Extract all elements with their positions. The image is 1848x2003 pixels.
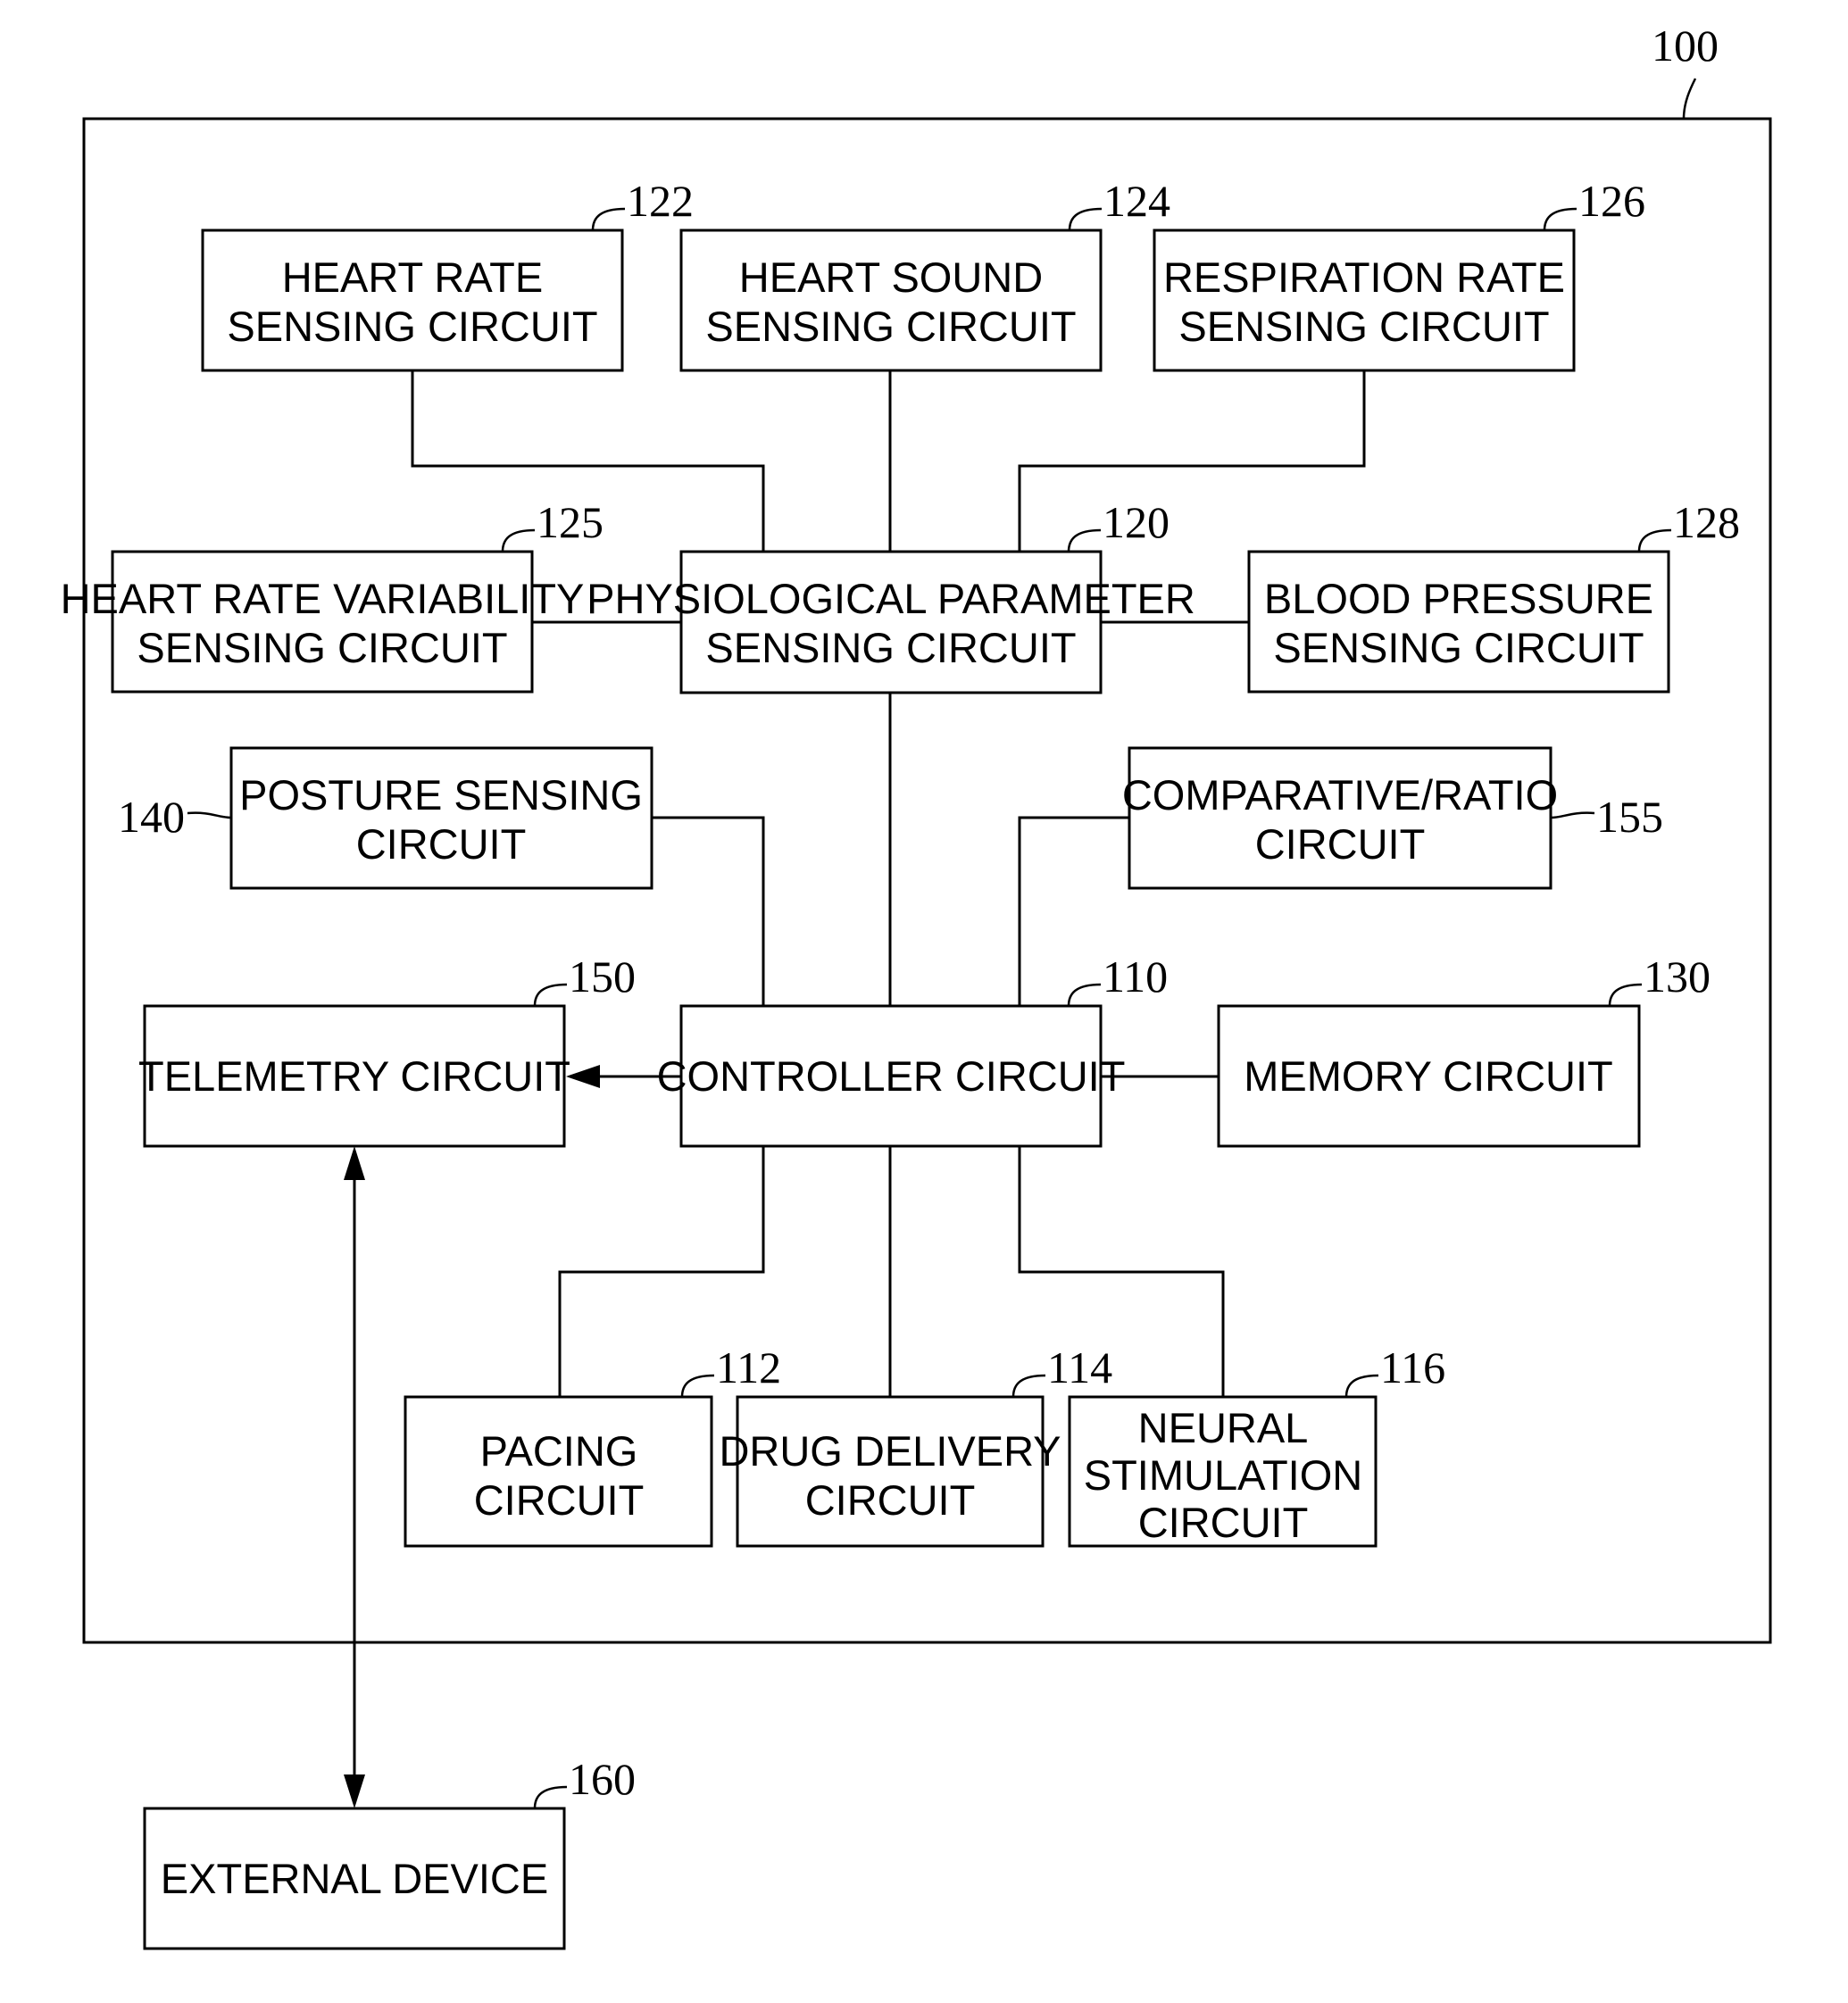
ref-leader bbox=[682, 1376, 714, 1397]
ref-number: 116 bbox=[1380, 1342, 1445, 1392]
block-respiration-rate: RESPIRATION RATE SENSING CIRCUIT 126 bbox=[1154, 176, 1645, 370]
ref-leader bbox=[1639, 530, 1671, 552]
block-external-device: EXTERNAL DEVICE 160 bbox=[145, 1754, 636, 1949]
block-label: PHYSIOLOGICAL PARAMETER bbox=[587, 575, 1195, 622]
block-label: CIRCUIT bbox=[356, 820, 527, 868]
block-label: TELEMETRY CIRCUIT bbox=[138, 1052, 570, 1100]
ref-number: 150 bbox=[569, 952, 636, 1002]
system-ref-leader bbox=[1684, 79, 1695, 119]
block-label: STIMULATION bbox=[1084, 1451, 1362, 1499]
block-label: HEART SOUND bbox=[739, 253, 1043, 301]
block-controller: CONTROLLER CIRCUIT 110 bbox=[657, 952, 1169, 1146]
block-heart-rate-variability: HEART RATE VARIABILITY SENSING CIRCUIT 1… bbox=[61, 497, 604, 692]
block-label: DRUG DELIVERY bbox=[719, 1427, 1061, 1475]
block-label: EXTERNAL DEVICE bbox=[161, 1855, 548, 1902]
block-label: COMPARATIVE/RATIO bbox=[1122, 771, 1558, 819]
block-memory: MEMORY CIRCUIT 130 bbox=[1219, 952, 1711, 1146]
ref-number: 126 bbox=[1578, 176, 1645, 226]
block-telemetry: TELEMETRY CIRCUIT 150 bbox=[138, 952, 636, 1146]
ref-number: 125 bbox=[537, 497, 604, 547]
ref-number: 128 bbox=[1673, 497, 1740, 547]
ref-number: 114 bbox=[1047, 1342, 1112, 1392]
block-label: CIRCUIT bbox=[1138, 1499, 1309, 1546]
ref-number: 140 bbox=[118, 792, 185, 842]
block-label: SENSING CIRCUIT bbox=[1273, 624, 1644, 671]
block-label: CIRCUIT bbox=[1255, 820, 1426, 868]
block-label: NEURAL bbox=[1138, 1404, 1309, 1451]
block-comparative-ratio: COMPARATIVE/RATIO CIRCUIT 155 bbox=[1122, 748, 1663, 888]
ref-leader bbox=[1544, 209, 1577, 230]
ref-number: 120 bbox=[1103, 497, 1170, 547]
arrowhead-down bbox=[344, 1774, 365, 1808]
block-label: CIRCUIT bbox=[805, 1476, 976, 1524]
block-label: SENSING CIRCUIT bbox=[137, 624, 507, 671]
ref-leader bbox=[535, 985, 567, 1006]
ref-leader bbox=[503, 530, 535, 552]
block-label: SENSING CIRCUIT bbox=[1178, 303, 1549, 350]
block-label: CIRCUIT bbox=[474, 1476, 645, 1524]
ref-leader bbox=[1070, 209, 1102, 230]
block-heart-rate: HEART RATE SENSING CIRCUIT 122 bbox=[203, 176, 694, 370]
ref-number: 155 bbox=[1596, 792, 1663, 842]
ref-leader bbox=[593, 209, 625, 230]
block-neural-stimulation: NEURAL STIMULATION CIRCUIT 116 bbox=[1070, 1342, 1445, 1546]
block-blood-pressure: BLOOD PRESSURE SENSING CIRCUIT 128 bbox=[1249, 497, 1740, 692]
block-label: PACING bbox=[480, 1427, 638, 1475]
system-ref-number: 100 bbox=[1652, 21, 1719, 71]
ref-leader bbox=[1610, 985, 1642, 1006]
ref-leader bbox=[1069, 530, 1101, 552]
block-label: HEART RATE VARIABILITY bbox=[61, 575, 585, 622]
arrowhead-up bbox=[344, 1146, 365, 1180]
ref-number: 160 bbox=[569, 1754, 636, 1804]
ref-leader bbox=[187, 813, 231, 818]
block-label: POSTURE SENSING bbox=[239, 771, 643, 819]
ref-number: 110 bbox=[1103, 952, 1168, 1002]
block-label: SENSING CIRCUIT bbox=[705, 624, 1076, 671]
ref-leader bbox=[1013, 1376, 1045, 1397]
wire-respiration bbox=[1020, 370, 1364, 552]
block-heart-sound: HEART SOUND SENSING CIRCUIT 124 bbox=[681, 176, 1170, 370]
block-posture-sensing: POSTURE SENSING CIRCUIT 140 bbox=[118, 748, 652, 888]
block-label: RESPIRATION RATE bbox=[1163, 253, 1565, 301]
block-label: SENSING CIRCUIT bbox=[705, 303, 1076, 350]
ref-number: 122 bbox=[627, 176, 694, 226]
ref-leader bbox=[1069, 985, 1101, 1006]
block-label: BLOOD PRESSURE bbox=[1264, 575, 1653, 622]
ref-number: 124 bbox=[1103, 176, 1170, 226]
arrowhead-telemetry bbox=[566, 1065, 600, 1088]
ref-number: 130 bbox=[1644, 952, 1711, 1002]
ref-leader bbox=[1346, 1376, 1378, 1397]
ref-leader bbox=[535, 1787, 567, 1808]
ref-number: 112 bbox=[716, 1342, 781, 1392]
wire-posture bbox=[652, 818, 763, 1006]
block-label: SENSING CIRCUIT bbox=[227, 303, 597, 350]
block-label: MEMORY CIRCUIT bbox=[1244, 1052, 1612, 1100]
block-label: HEART RATE bbox=[282, 253, 544, 301]
block-label: CONTROLLER CIRCUIT bbox=[657, 1052, 1126, 1100]
